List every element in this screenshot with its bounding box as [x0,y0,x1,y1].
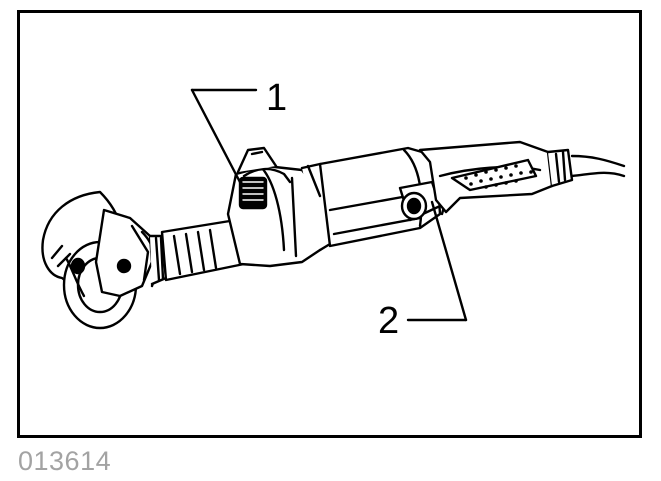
callout-number-1: 1 [266,77,287,119]
cord-guard [546,148,574,188]
power-cord [570,154,626,168]
callout-number-2: 2 [378,300,399,342]
top-cap [236,146,278,174]
figure-frame [17,10,642,438]
figure-code: 013614 [18,446,112,476]
gear-head [94,208,154,298]
grip-dot-pattern [464,164,533,189]
main-body [318,146,442,248]
